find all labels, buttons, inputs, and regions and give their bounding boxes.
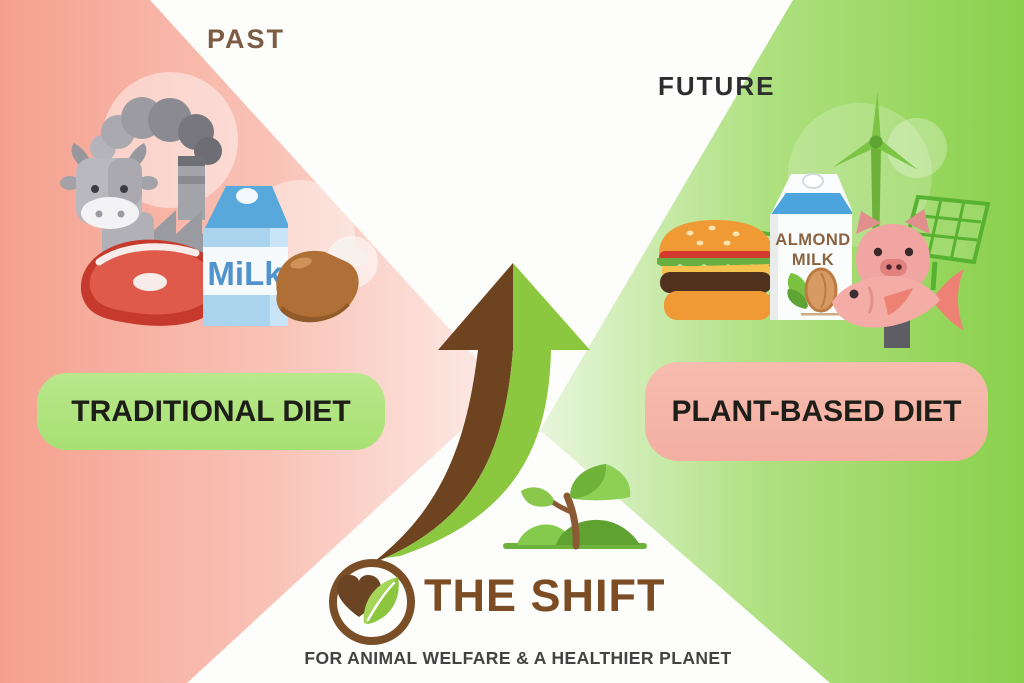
brand-tagline: FOR ANIMAL WELFARE & A HEALTHIER PLANET <box>304 648 732 668</box>
fish-icon <box>832 269 964 331</box>
traditional-diet-badge-label: TRADITIONAL DIET <box>71 394 351 428</box>
plant-based-diet-badge: PLANT-BASED DIET <box>645 362 988 461</box>
milk-carton-icon: MiLk <box>203 186 288 326</box>
shift-arrow-icon <box>371 263 590 564</box>
almond-milk-carton-icon: ALMOND MILK <box>770 173 852 320</box>
steak-icon <box>80 239 225 326</box>
past-label: PAST <box>207 24 286 54</box>
factory-smoke-icon <box>90 97 222 165</box>
traditional-diet-illustration: MiLk <box>60 72 378 326</box>
plant-based-illustration: ALMOND MILK <box>657 92 991 348</box>
almond-carton-label-line2: MILK <box>792 251 834 269</box>
brand-title: THE SHIFT <box>424 570 666 621</box>
sprout-icon <box>503 464 647 550</box>
almond-carton-label-line1: ALMOND <box>775 231 850 249</box>
future-label: FUTURE <box>658 71 776 101</box>
chicken-drumstick-icon <box>276 238 368 323</box>
pig-icon <box>856 209 930 348</box>
burger-icon <box>657 220 773 320</box>
traditional-diet-badge: TRADITIONAL DIET <box>37 373 385 450</box>
plant-based-diet-badge-label: PLANT-BASED DIET <box>671 394 962 428</box>
milk-carton-label: MiLk <box>207 255 283 292</box>
heart-leaf-logo <box>329 559 415 645</box>
